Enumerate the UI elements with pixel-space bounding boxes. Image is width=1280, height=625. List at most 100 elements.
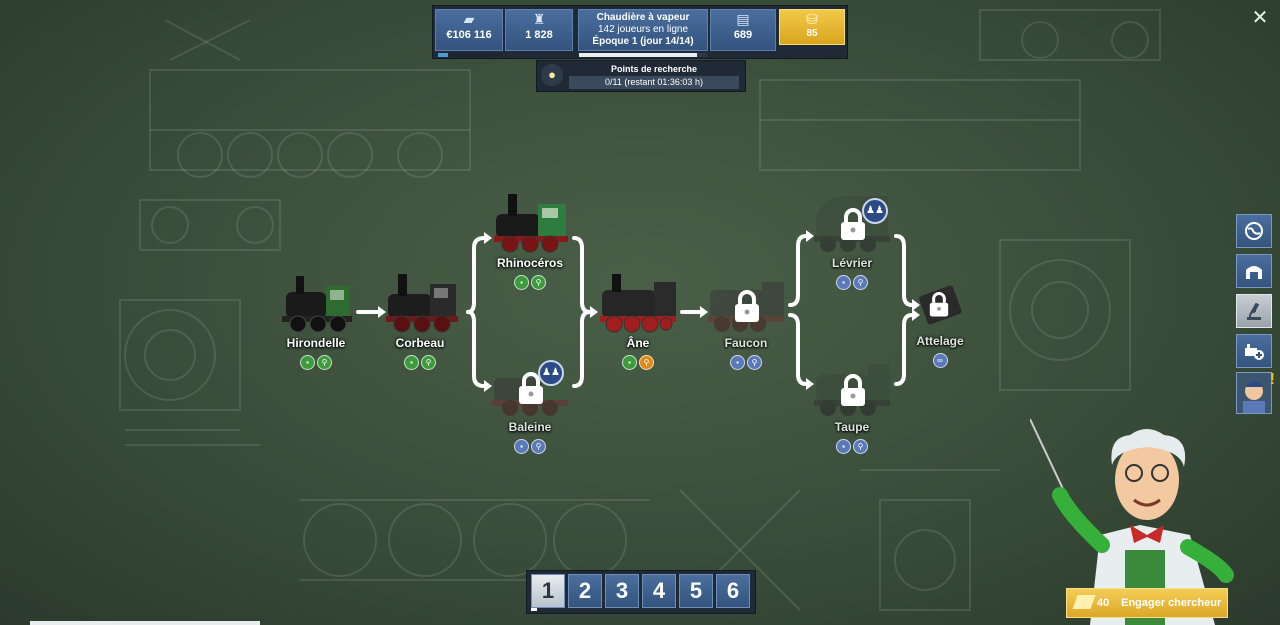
steel-icon: ▤ xyxy=(736,11,750,27)
node-label: Baleine xyxy=(508,420,552,434)
side-button-research[interactable] xyxy=(1236,294,1272,328)
page-button-2[interactable]: 2 xyxy=(568,574,602,608)
node-label: Corbeau xyxy=(395,336,445,350)
epoch-day: Époque 1 (jour 14/14) xyxy=(592,36,694,47)
page-button-6[interactable]: 6 xyxy=(716,574,750,608)
gold-ticket-icon xyxy=(1072,595,1096,609)
gold-display[interactable]: ⛁ 85 xyxy=(779,9,845,45)
lightbulb-icon: ● xyxy=(541,64,563,86)
page-button-3[interactable]: 3 xyxy=(605,574,639,608)
train-icon: ▪ xyxy=(404,355,419,370)
train-icon: ▪ xyxy=(622,355,637,370)
hire-label: Engager chercheur xyxy=(1121,597,1222,609)
train-icon: ▪ xyxy=(514,439,529,454)
node-status-icons: ∞ xyxy=(890,350,990,368)
group-badge-icon: ♟♟ xyxy=(538,360,564,386)
magnifier-icon: ⚲ xyxy=(531,439,546,454)
tree-node-hirondelle[interactable]: Hirondelle ▪⚲ xyxy=(266,272,366,372)
globe-icon xyxy=(1245,222,1263,240)
add-locomotive-icon xyxy=(1245,344,1264,360)
tree-node-rhinoceros[interactable]: Rhinocéros ▪⚲ xyxy=(480,192,580,292)
node-status-icons: ▪⚲ xyxy=(266,352,366,370)
alert-icon: ! xyxy=(1269,371,1275,388)
magnifier-icon: ⚲ xyxy=(639,355,654,370)
players-online: 142 joueurs en ligne xyxy=(597,24,689,35)
node-status-icons: ▪⚲ xyxy=(802,272,902,290)
node-label: Taupe xyxy=(834,420,870,434)
bottom-scroll-indicator xyxy=(30,621,260,625)
page-button-5[interactable]: 5 xyxy=(679,574,713,608)
locomotive-ane xyxy=(600,274,676,333)
research-value: 0/11 (restant 01:36:03 h) xyxy=(569,76,739,89)
research-title: Points de recherche xyxy=(610,64,698,74)
resource-bar: ▰ €106 116 ♜ 1 828 Chaudière à vapeur 14… xyxy=(432,5,848,59)
train-icon: ▪ xyxy=(300,355,315,370)
scientist-avatar-button[interactable]: ! xyxy=(1236,371,1275,414)
epoch-progress xyxy=(579,53,707,57)
node-status-icons: ▪⚲ xyxy=(370,352,470,370)
side-button-depot[interactable] xyxy=(1236,254,1272,288)
tree-node-attelage[interactable]: Attelage ∞ xyxy=(890,270,990,370)
microscope-icon xyxy=(1247,302,1261,320)
magnifier-icon: ⚲ xyxy=(531,275,546,290)
tree-node-ane[interactable]: Âne ▪⚲ xyxy=(588,272,688,372)
depot-icon xyxy=(1246,266,1262,279)
tree-node-corbeau[interactable]: Corbeau ▪⚲ xyxy=(370,272,470,372)
node-status-icons: ▪⚲ xyxy=(480,272,580,290)
node-label: Faucon xyxy=(724,336,768,350)
train-icon: ▪ xyxy=(836,275,851,290)
epoch-display[interactable]: Chaudière à vapeur 142 joueurs en ligne … xyxy=(578,9,708,57)
page-selector: 1 2 3 4 5 6 xyxy=(526,570,756,614)
locomotive-hirondelle xyxy=(282,276,352,333)
magnifier-icon: ⚲ xyxy=(317,355,332,370)
magnifier-icon: ⚲ xyxy=(421,355,436,370)
train-icon: ▪ xyxy=(730,355,745,370)
padlock-icon xyxy=(735,290,759,322)
node-label: Hirondelle xyxy=(286,336,346,350)
group-badge-icon: ♟♟ xyxy=(862,198,888,224)
link-icon: ∞ xyxy=(932,353,948,368)
tree-node-baleine[interactable]: ♟♟ Baleine ▪⚲ xyxy=(480,356,580,456)
close-icon[interactable]: ✕ xyxy=(1251,7,1269,29)
side-button-add-locomotive[interactable] xyxy=(1236,334,1272,368)
node-label: Rhinocéros xyxy=(496,256,563,270)
tree-node-taupe[interactable]: Taupe ▪⚲ xyxy=(802,356,902,456)
hire-cost: 40 xyxy=(1097,597,1110,609)
banknote-icon: ▰ xyxy=(463,11,475,27)
page-button-1[interactable]: 1 xyxy=(531,574,565,608)
population-display[interactable]: ♜ 1 828 xyxy=(505,9,573,51)
page-button-4[interactable]: 4 xyxy=(642,574,676,608)
node-status-icons: ▪⚲ xyxy=(480,436,580,454)
locomotive-corbeau xyxy=(386,274,458,333)
padlock-icon xyxy=(519,372,543,404)
node-status-icons: ▪⚲ xyxy=(696,352,796,370)
money-progress xyxy=(438,53,502,57)
locomotive-rhinoceros xyxy=(494,194,568,253)
magnifier-icon: ⚲ xyxy=(853,275,868,290)
node-label: Lévrier xyxy=(831,256,873,270)
magnifier-icon: ⚲ xyxy=(853,439,868,454)
epoch-title: Chaudière à vapeur xyxy=(596,12,690,23)
hire-researcher-button[interactable]: 40 Engager chercheur xyxy=(1066,588,1228,618)
steel-display[interactable]: ▤ 689 xyxy=(710,9,776,51)
node-label: Âne xyxy=(626,336,650,350)
money-display[interactable]: ▰ €106 116 xyxy=(435,9,503,57)
train-icon: ▪ xyxy=(514,275,529,290)
crowd-icon: ♜ xyxy=(532,11,546,27)
node-label: Attelage xyxy=(916,334,964,348)
node-status-icons: ▪⚲ xyxy=(588,352,688,370)
magnifier-icon: ⚲ xyxy=(747,355,762,370)
train-icon: ▪ xyxy=(836,439,851,454)
padlock-icon xyxy=(841,208,865,240)
tree-node-faucon[interactable]: Faucon ▪⚲ xyxy=(696,272,796,372)
research-points-panel: ● Points de recherche 0/11 (restant 01:3… xyxy=(536,60,746,92)
tree-node-levrier[interactable]: ♟♟ Lévrier ▪⚲ xyxy=(802,192,902,292)
node-status-icons: ▪⚲ xyxy=(802,436,902,454)
padlock-icon xyxy=(841,374,865,406)
gold-icon: ⛁ xyxy=(806,11,818,27)
padlock-icon xyxy=(929,292,949,317)
active-page-indicator xyxy=(531,608,537,611)
scientist-avatar-icon xyxy=(1243,381,1265,413)
side-button-world[interactable] xyxy=(1236,214,1272,248)
